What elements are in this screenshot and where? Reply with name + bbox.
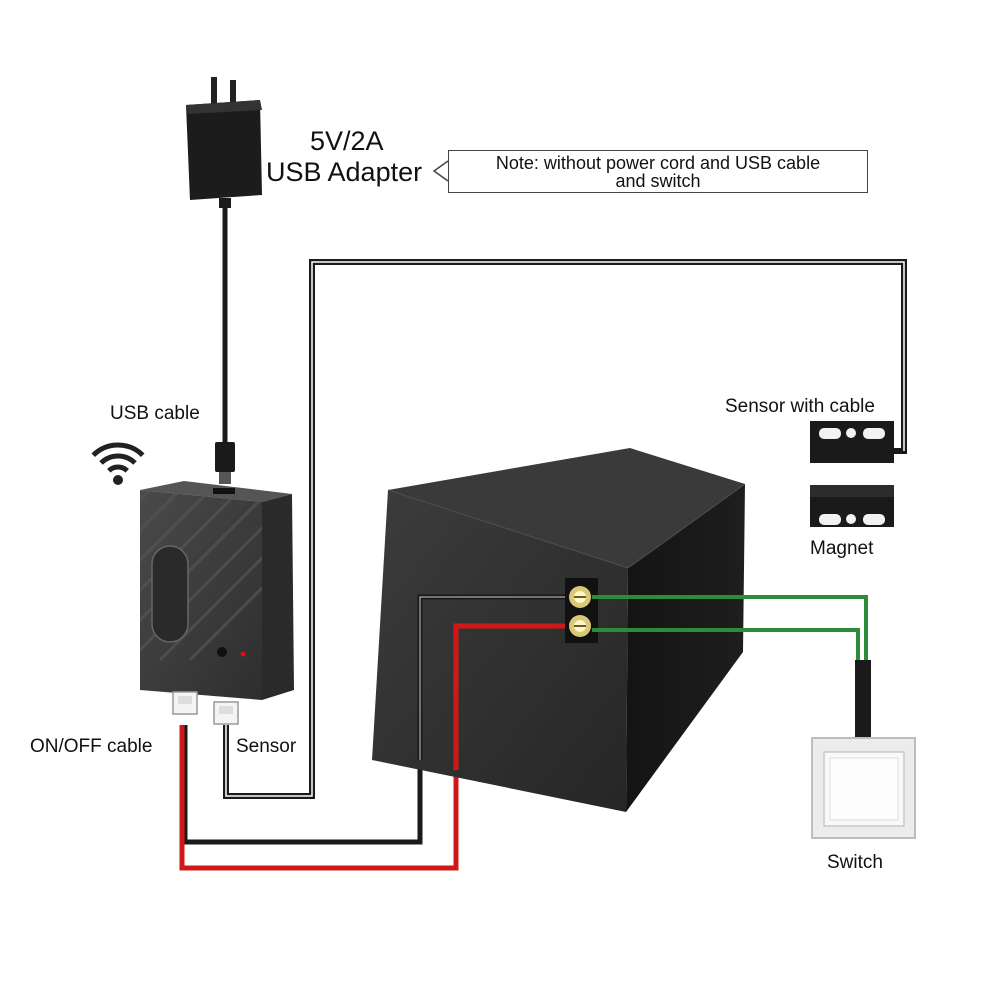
on-off-cable-label: ON/OFF cable <box>30 736 153 757</box>
magnet-label: Magnet <box>810 538 874 559</box>
sensor-connector-icon <box>213 701 239 725</box>
sensor-label: Sensor <box>236 736 297 757</box>
wall-switch-icon <box>811 737 916 839</box>
note-callout: Note: without power cord and USB cable a… <box>448 150 868 193</box>
switch-green-wire-2 <box>592 628 860 665</box>
switch-label: Switch <box>827 852 883 873</box>
sensor-with-cable-label: Sensor with cable <box>725 396 875 417</box>
switch-green-wire-1 <box>592 595 868 665</box>
adapter-voltage-label: 5V/2A <box>310 126 384 156</box>
wifi-icon <box>91 442 145 485</box>
usb-cable-label: USB cable <box>110 403 200 424</box>
controller-device-icon <box>140 481 294 700</box>
usb-adapter-icon <box>186 77 262 208</box>
note-line-2: and switch <box>615 171 701 191</box>
magnet-icon <box>810 485 894 527</box>
sensor-icon <box>810 421 894 463</box>
on-off-connector-icon <box>172 691 198 715</box>
adapter-name-label: USB Adapter <box>266 157 423 187</box>
terminal-block-icon <box>565 578 598 643</box>
usb-cable-icon <box>215 205 235 484</box>
note-pointer <box>432 160 449 182</box>
note-line-1: Note: without power cord and USB cable <box>495 153 821 173</box>
garage-opener-icon <box>372 448 746 812</box>
